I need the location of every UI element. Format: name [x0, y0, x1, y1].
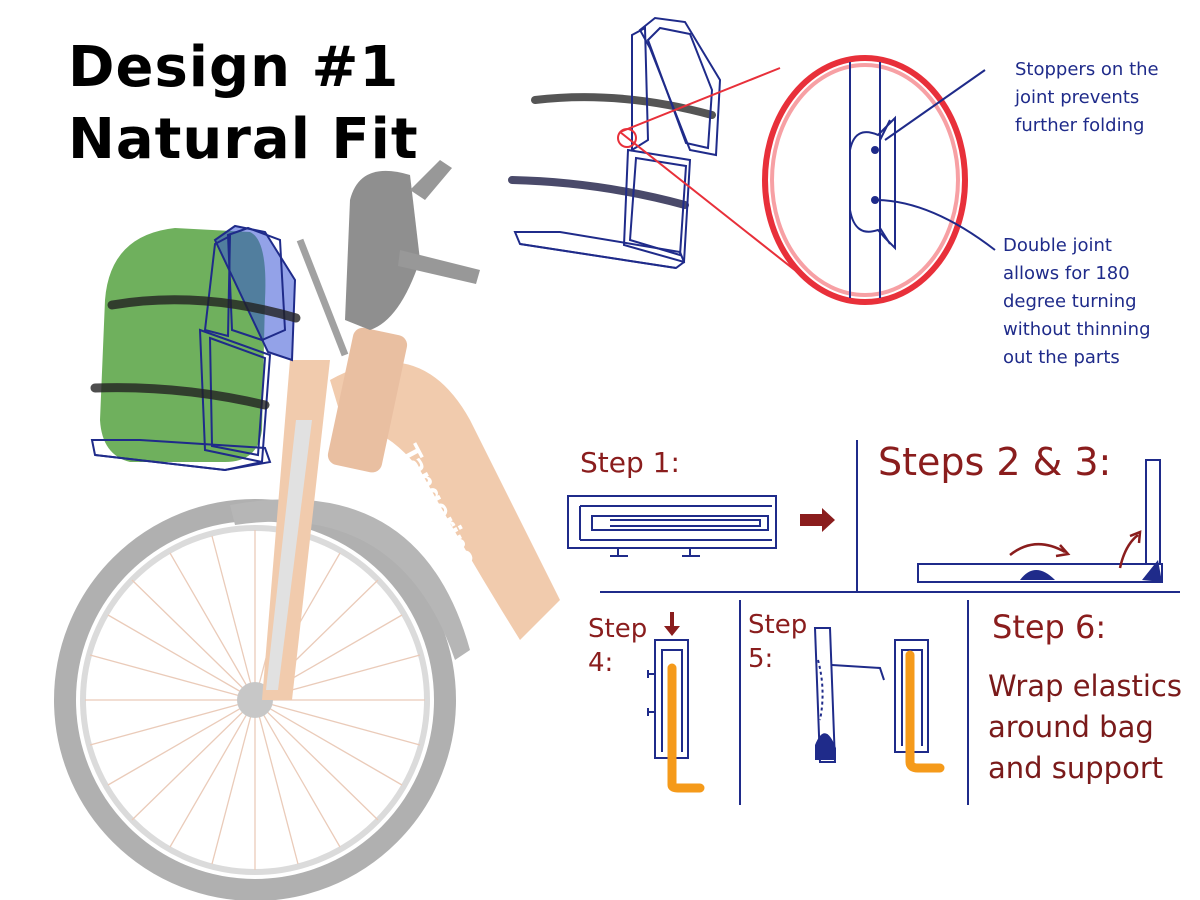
- rack-strut: [300, 240, 345, 355]
- step4-arrow: [664, 612, 680, 636]
- step6-label: Step 6:: [992, 608, 1106, 646]
- stoppers-callout: Stoppers on the joint prevents further f…: [1015, 56, 1159, 140]
- joint-zoom: [765, 58, 995, 302]
- step4-orange-rod: [672, 668, 700, 788]
- step4-label: Step 4:: [588, 612, 647, 680]
- step6-instructions: Wrap elastics around bag and support: [988, 666, 1182, 789]
- double-joint-callout: Double joint allows for 180 degree turni…: [1003, 232, 1151, 372]
- stem: [345, 171, 420, 330]
- step1-label: Step 1:: [580, 446, 680, 479]
- steps23-label: Steps 2 & 3:: [878, 440, 1111, 484]
- joint-blob: [1020, 570, 1055, 580]
- step1-arrow: [800, 508, 835, 532]
- step5-label: Step 5:: [748, 608, 807, 676]
- fold-arrow-1: [1010, 544, 1065, 555]
- page-title-line1: Design #1: [68, 40, 399, 96]
- page-title-line2: Natural Fit: [68, 112, 419, 168]
- step1-drawing: [568, 496, 776, 556]
